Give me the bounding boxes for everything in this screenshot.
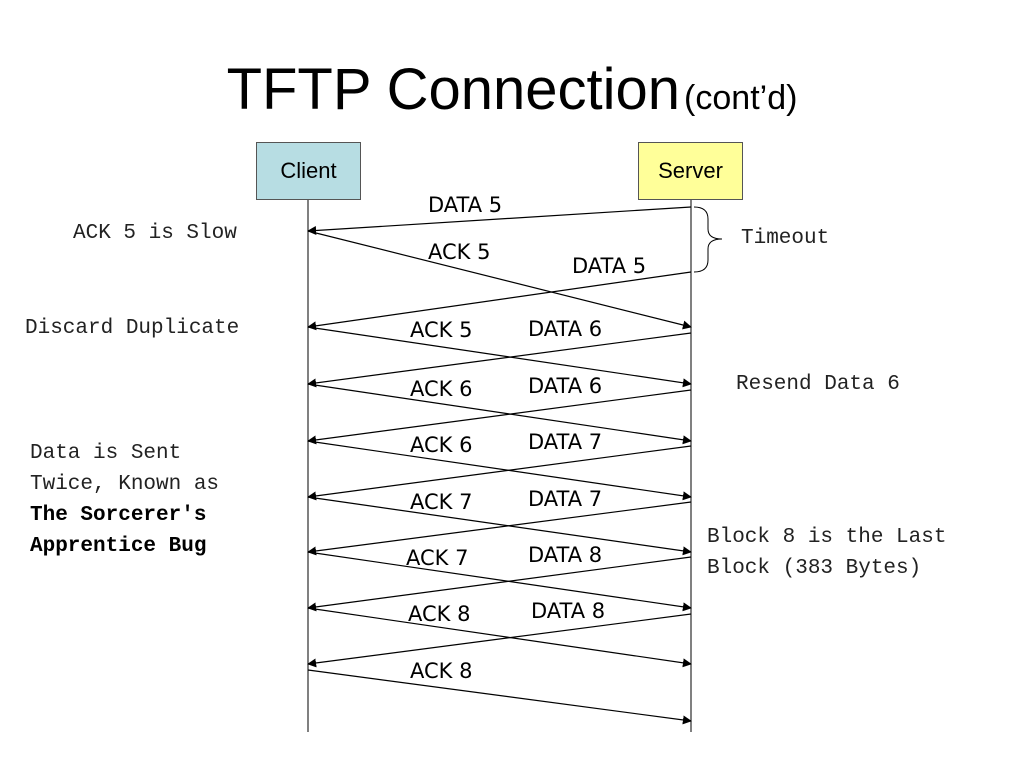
note-discard-duplicate: Discard Duplicate: [25, 317, 240, 340]
message-arrow: [307, 271, 692, 331]
note-line: Data is Sent: [30, 442, 182, 465]
message-arrow: [307, 607, 692, 668]
message-arrow: [307, 206, 692, 235]
note-data-twice: Data is Sent Twice, Known as: [30, 438, 219, 500]
message-arrow: [307, 383, 692, 445]
message-label: ACK 6: [410, 377, 472, 401]
server-box: Server: [638, 142, 743, 200]
message-label: DATA 7: [528, 430, 602, 454]
message-arrow: [307, 669, 692, 725]
note-timeout: Timeout: [741, 227, 830, 250]
note-line: Twice, Known as: [30, 473, 220, 496]
message-label: ACK 7: [410, 490, 472, 514]
note-line: Apprentice Bug: [30, 535, 207, 558]
message-arrow: [307, 332, 692, 388]
title-subtitle: (cont’d): [684, 79, 798, 117]
message-arrow: [307, 440, 692, 501]
message-label: DATA 6: [528, 374, 602, 398]
message-label: DATA 8: [531, 599, 605, 623]
timeout-brace: [693, 206, 723, 273]
note-last-block: Block 8 is the Last Block (383 Bytes): [707, 522, 946, 584]
note-resend-data: Resend Data 6: [736, 373, 900, 396]
note-line: Block (383 Bytes): [707, 557, 922, 580]
message-arrow: [307, 613, 692, 668]
message-arrow: [307, 556, 692, 612]
note-line: Block 8 is the Last: [707, 526, 947, 549]
page-title: TFTP Connection (cont’d): [0, 56, 1024, 123]
message-label: DATA 8: [528, 543, 602, 567]
message-arrow: [307, 445, 692, 501]
message-arrow: [307, 551, 692, 612]
client-box: Client: [256, 142, 361, 200]
message-label: DATA 5: [428, 193, 502, 217]
message-arrow: [307, 389, 692, 445]
message-label: ACK 8: [408, 602, 470, 626]
note-line: The Sorcerer's: [30, 504, 207, 527]
message-label: ACK 7: [406, 546, 468, 570]
note-ack-slow: ACK 5 is Slow: [73, 222, 237, 245]
message-arrow: [307, 496, 692, 556]
message-arrow: [307, 501, 692, 556]
message-label: ACK 5: [410, 318, 472, 342]
title-main: TFTP Connection: [226, 57, 681, 122]
message-label: ACK 8: [410, 659, 472, 683]
note-sorcerers-apprentice: The Sorcerer's Apprentice Bug: [30, 500, 206, 562]
message-label: ACK 6: [410, 433, 472, 457]
message-label: DATA 7: [528, 487, 602, 511]
message-label: ACK 5: [428, 240, 490, 264]
message-label: DATA 5: [572, 254, 646, 278]
message-label: DATA 6: [528, 317, 602, 341]
message-arrow: [307, 326, 692, 388]
message-arrow: [307, 230, 692, 330]
